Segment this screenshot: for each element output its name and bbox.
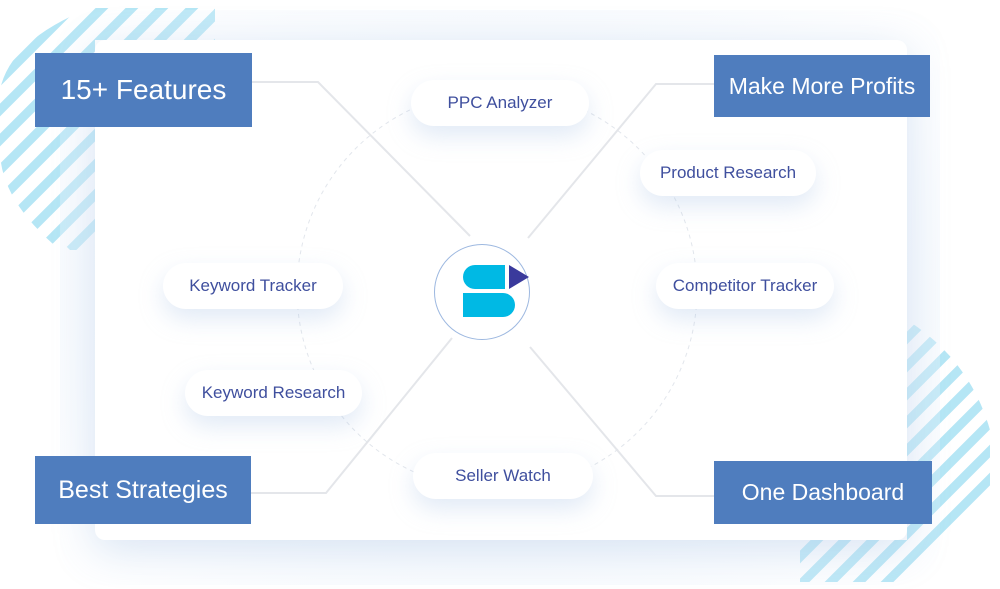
feature-label: Keyword Tracker	[189, 276, 317, 295]
label-features-count: 15+ Features	[35, 53, 252, 127]
label-text: Make More Profits	[728, 72, 916, 99]
feature-pill-keyword-research[interactable]: Keyword Research	[185, 370, 362, 416]
label-best-strategies: Best Strategies	[35, 456, 251, 524]
feature-pill-product-research[interactable]: Product Research	[640, 150, 816, 196]
feature-pill-seller-watch[interactable]: Seller Watch	[413, 453, 593, 499]
feature-pill-competitor-tracker[interactable]: Competitor Tracker	[656, 263, 834, 309]
label-text: One Dashboard	[741, 479, 905, 505]
feature-label: Product Research	[659, 163, 797, 182]
feature-label: Keyword Research	[201, 383, 346, 402]
feature-pill-keyword-tracker[interactable]: Keyword Tracker	[163, 263, 343, 309]
label-make-more-profits: Make More Profits	[714, 55, 930, 117]
label-text: 15+ Features	[60, 74, 227, 105]
feature-label: PPC Analyzer	[447, 93, 553, 112]
hub-circle	[434, 244, 530, 340]
label-one-dashboard: One Dashboard	[714, 461, 932, 524]
feature-label: Competitor Tracker	[672, 276, 818, 295]
label-text: Best Strategies	[58, 475, 228, 504]
feature-pill-ppc-analyzer[interactable]: PPC Analyzer	[411, 80, 589, 126]
brand-logo-icon	[463, 265, 529, 317]
feature-label: Seller Watch	[455, 466, 551, 485]
